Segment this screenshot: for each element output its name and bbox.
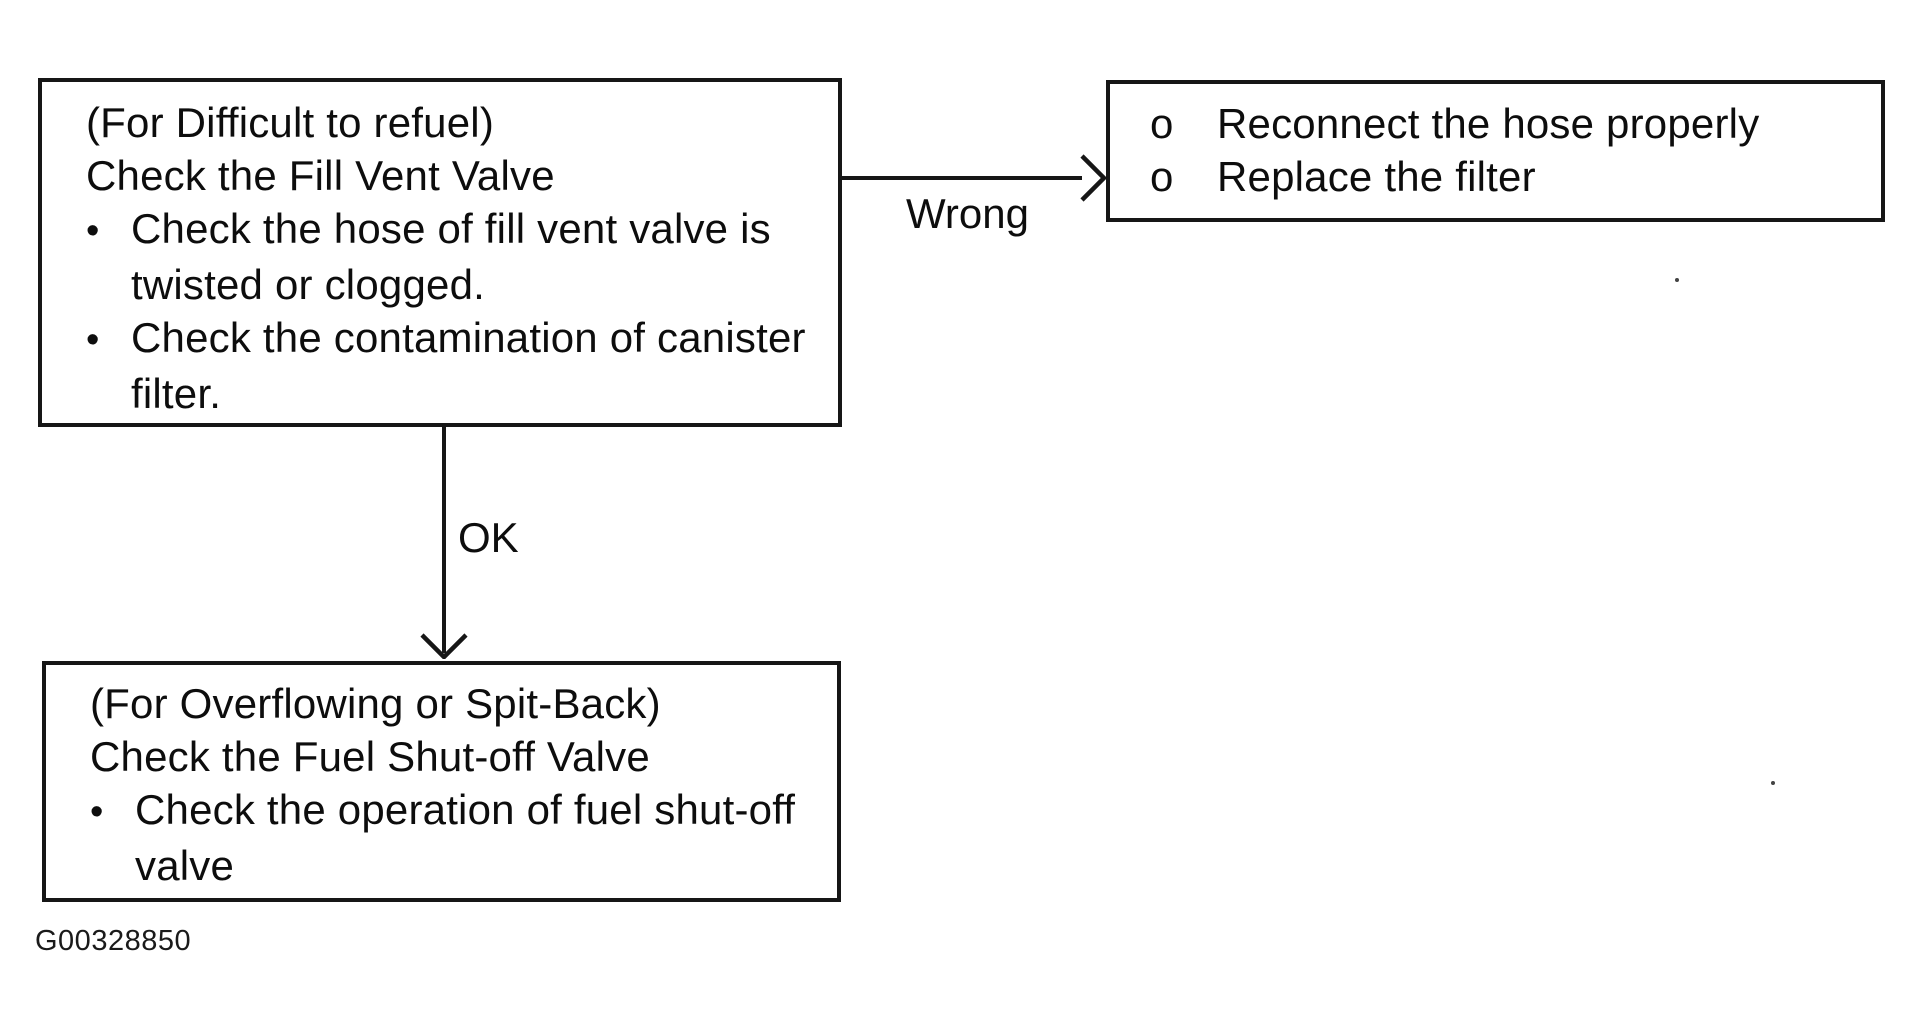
- scan-artifact-dot: [1771, 781, 1775, 785]
- o-marker-icon: o: [1150, 100, 1174, 147]
- arrow-head-down-icon: [420, 633, 468, 659]
- node-fuel-shutoff-valve: (For Overflowing or Spit-Back) Check the…: [42, 661, 841, 902]
- item-text: Reconnect the hose properly: [1217, 100, 1760, 147]
- node-line-item: o Replace the filter: [1150, 150, 1871, 203]
- node-line-continuation: twisted or clogged.: [131, 261, 485, 308]
- node-line-title: (For Difficult to refuel): [86, 99, 494, 146]
- edge-label-ok: OK: [458, 514, 519, 561]
- bullet-icon: •: [90, 791, 104, 833]
- bullet-icon: •: [86, 319, 100, 361]
- node-line-bullet: • Check the hose of fill vent valve is: [86, 202, 828, 258]
- node-line-item: o Reconnect the hose properly: [1150, 97, 1871, 150]
- bullet-icon: •: [86, 210, 100, 252]
- node-line-bullet: • Check the contamination of canister: [86, 311, 828, 367]
- node-line-subtitle: Check the Fuel Shut-off Valve: [90, 733, 650, 780]
- o-marker-icon: o: [1150, 153, 1174, 200]
- item-text: Replace the filter: [1217, 153, 1536, 200]
- node-line-title: (For Overflowing or Spit-Back): [90, 680, 661, 727]
- node-line-continuation: valve: [135, 842, 235, 889]
- node-line-bullet: • Check the operation of fuel shut-off: [90, 783, 827, 839]
- connector-ok-line: [442, 427, 446, 653]
- node-fill-vent-valve: (For Difficult to refuel) Check the Fill…: [38, 78, 842, 427]
- bullet-text: Check the hose of fill vent valve is: [131, 205, 771, 252]
- edge-label-wrong: Wrong: [906, 190, 1029, 237]
- node-line-continuation: filter.: [131, 370, 222, 417]
- bullet-text: Check the contamination of canister: [131, 314, 806, 361]
- figure-code: G00328850: [35, 925, 192, 957]
- connector-wrong-line: [842, 176, 1082, 180]
- bullet-text: Check the operation of fuel shut-off: [135, 786, 796, 833]
- scan-artifact-dot: [1675, 278, 1679, 282]
- arrow-head-right-icon: [1080, 154, 1106, 202]
- node-line-subtitle: Check the Fill Vent Valve: [86, 152, 555, 199]
